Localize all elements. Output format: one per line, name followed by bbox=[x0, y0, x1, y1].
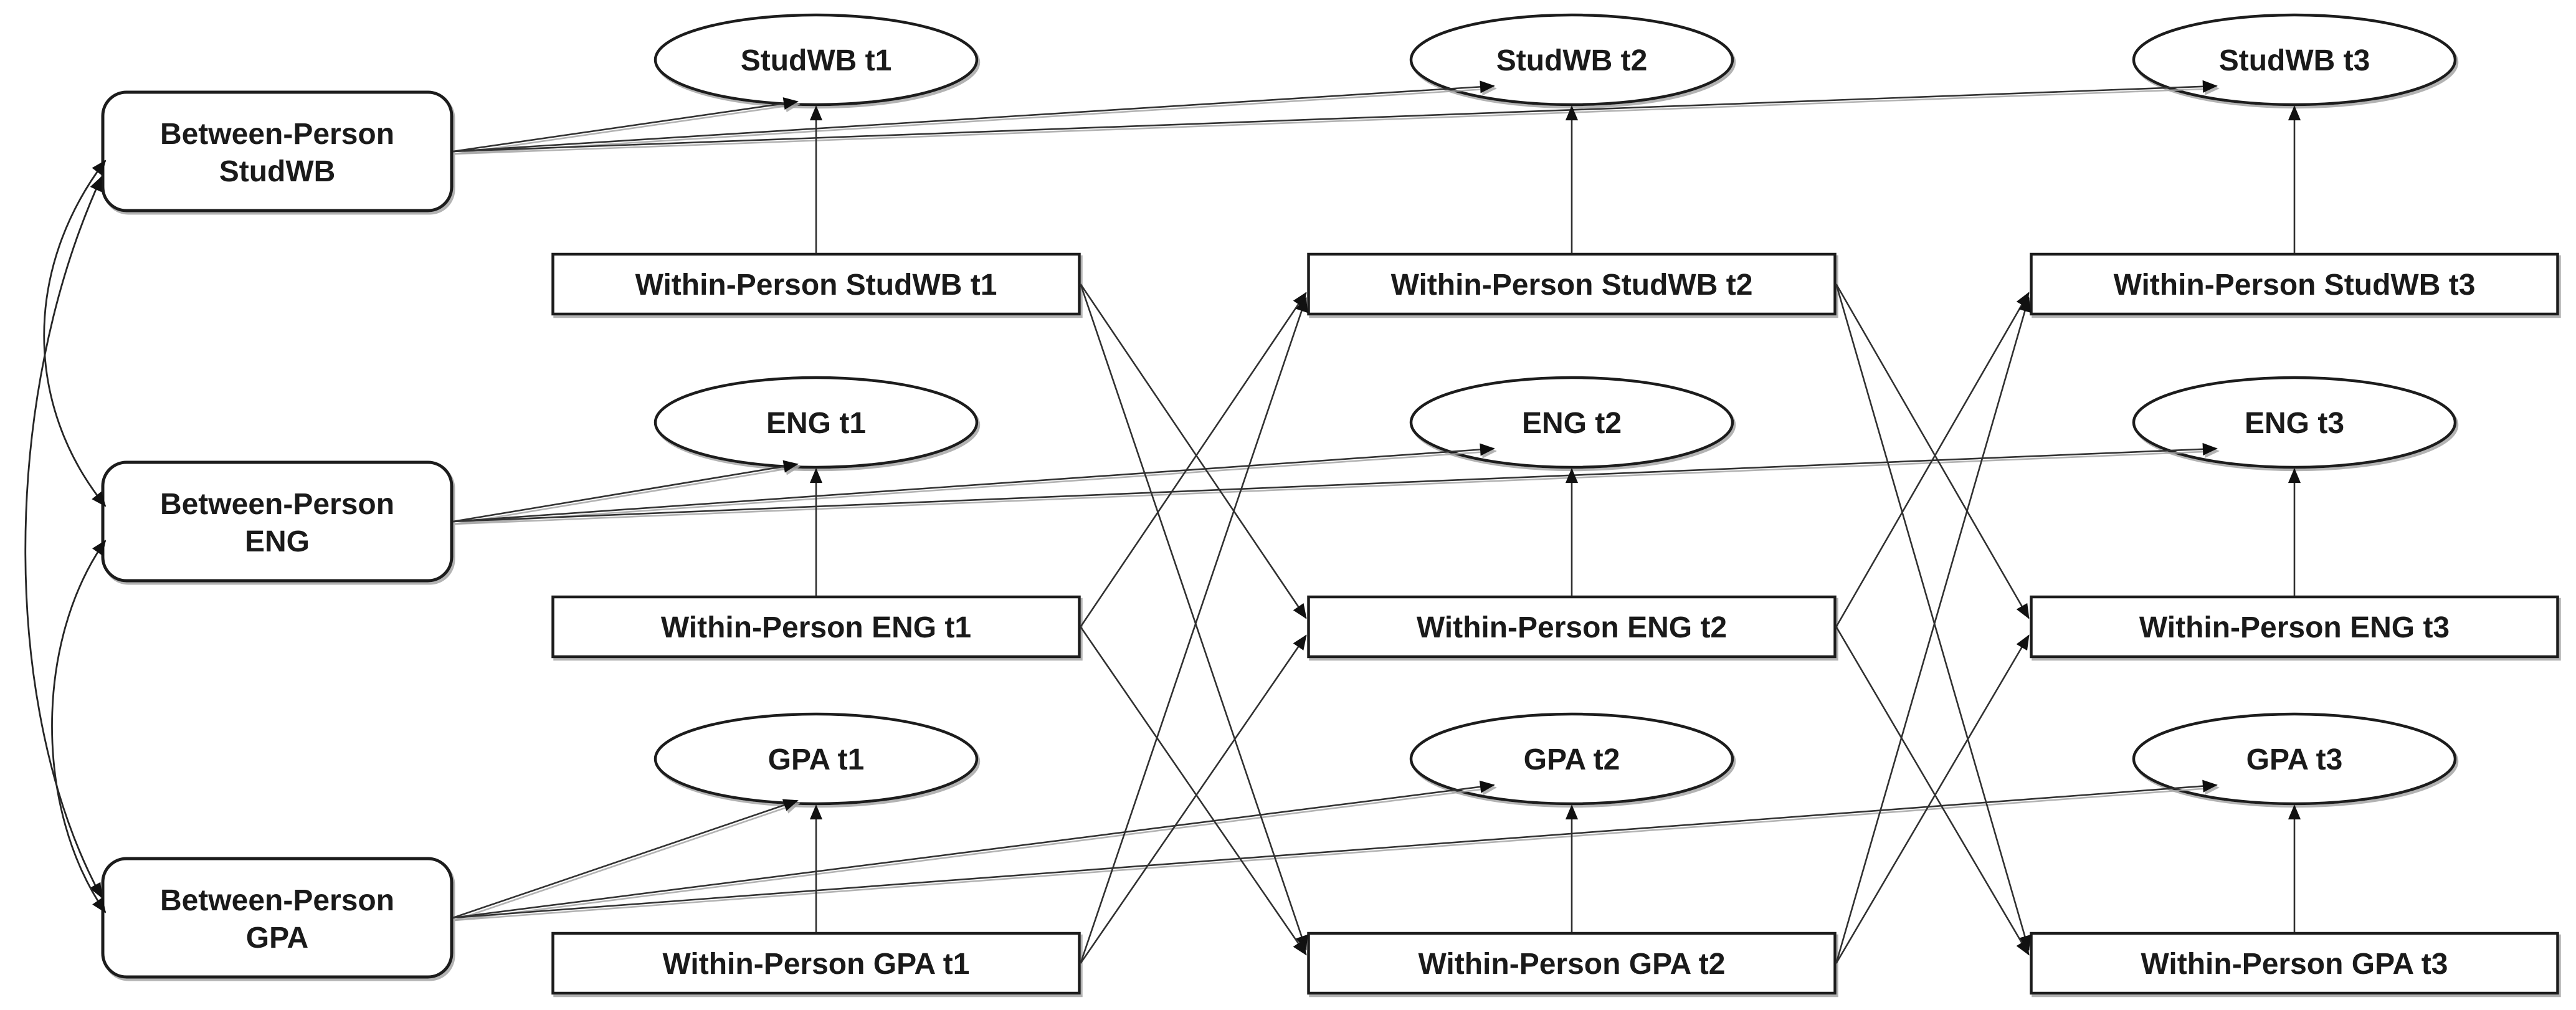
cross-lagged-arrow-wp-studwb-t2-to-wp-eng-t3 bbox=[1835, 283, 2030, 619]
latent-ellipse-studwb-t1 bbox=[654, 13, 979, 107]
cross-lagged-arrow-wp-eng-t1-to-wp-gpa-t2 bbox=[1080, 626, 1307, 956]
between-person-label-line1: Between-Person bbox=[160, 118, 394, 151]
cross-lagged-arrow-wp-gpa-t2-to-wp-studwb-t3 bbox=[1835, 297, 2032, 964]
latent-label-studwb-t2: StudWB t2 bbox=[1496, 44, 1648, 77]
latent-label-eng-t2: ENG t2 bbox=[1522, 407, 1622, 440]
within-person-label-studwb-t2: Within-Person StudWB t2 bbox=[1391, 269, 1753, 302]
within-person-label-studwb-t1: Within-Person StudWB t1 bbox=[635, 269, 997, 302]
between-person-label-line1: Between-Person bbox=[160, 488, 394, 521]
within-person-box-gpa-t2 bbox=[1307, 931, 1837, 995]
within-person-box-studwb-t3 bbox=[2030, 252, 2559, 316]
node-shapes-layer bbox=[101, 13, 2559, 995]
between-person-label-line2: StudWB bbox=[219, 155, 336, 188]
between-person-factor-box-studwb bbox=[101, 90, 454, 212]
within-person-box-eng-t2 bbox=[1307, 595, 1837, 659]
between-person-factor-box-eng bbox=[101, 460, 454, 583]
cross-lagged-arrow-wp-studwb-t1-to-wp-eng-t2 bbox=[1080, 283, 1307, 619]
cross-lagged-arrow-wp-studwb-t1-to-wp-gpa-t2 bbox=[1080, 283, 1308, 951]
within-person-label-gpa-t1: Within-Person GPA t1 bbox=[663, 948, 970, 981]
within-person-label-studwb-t3: Within-Person StudWB t3 bbox=[2114, 269, 2476, 302]
loading-arrow-bp-studwb-to-lat-studwb-t3 bbox=[452, 80, 2218, 153]
cross-lagged-arrow-wp-eng-t2-to-wp-gpa-t3 bbox=[1835, 626, 2030, 956]
latent-label-studwb-t1: StudWB t1 bbox=[741, 44, 892, 77]
latent-label-eng-t1: ENG t1 bbox=[766, 407, 866, 440]
within-person-label-eng-t2: Within-Person ENG t2 bbox=[1417, 611, 1727, 644]
latent-label-gpa-t1: GPA t1 bbox=[768, 743, 865, 776]
between-person-label-line2: ENG bbox=[245, 525, 310, 558]
latent-label-gpa-t3: GPA t3 bbox=[2246, 743, 2343, 776]
within-person-label-eng-t1: Within-Person ENG t1 bbox=[661, 611, 971, 644]
between-person-label-line1: Between-Person bbox=[160, 884, 394, 917]
within-person-label-gpa-t2: Within-Person GPA t2 bbox=[1419, 948, 1726, 981]
within-person-box-gpa-t3 bbox=[2030, 931, 2559, 995]
correlation-arc-bp-studwb-to-bp-gpa bbox=[24, 176, 103, 898]
within-person-box-studwb-t1 bbox=[551, 252, 1081, 316]
cross-lagged-arrow-wp-gpa-t1-to-wp-eng-t2 bbox=[1080, 634, 1307, 964]
loading-arrow-bp-studwb-to-lat-studwb-t2 bbox=[452, 80, 1495, 153]
loading-arrow-bp-eng-to-lat-eng-t3 bbox=[452, 442, 2218, 523]
between-person-label-line2: GPA bbox=[246, 922, 308, 955]
correlation-arc-bp-eng-to-bp-gpa bbox=[51, 540, 107, 913]
within-person-box-studwb-t2 bbox=[1307, 252, 1837, 316]
within-person-label-eng-t3: Within-Person ENG t3 bbox=[2139, 611, 2450, 644]
correlation-arc-bp-studwb-to-bp-eng bbox=[43, 160, 107, 507]
within-person-box-eng-t3 bbox=[2030, 595, 2559, 659]
loading-arrow-bp-gpa-to-lat-gpa-t2 bbox=[452, 780, 1495, 919]
within-person-label-gpa-t3: Within-Person GPA t3 bbox=[2141, 948, 2448, 981]
loading-arrow-bp-eng-to-lat-eng-t1 bbox=[452, 460, 799, 523]
loading-arrow-bp-eng-to-lat-eng-t2 bbox=[452, 443, 1495, 523]
edges-layer bbox=[24, 80, 2301, 970]
within-person-box-eng-t1 bbox=[551, 595, 1081, 659]
between-person-factor-box-gpa bbox=[101, 857, 454, 979]
latent-ellipse-gpa-t1 bbox=[654, 712, 979, 806]
loading-arrow-bp-studwb-to-lat-studwb-t1 bbox=[452, 97, 799, 153]
loading-arrow-bp-gpa-to-lat-gpa-t1 bbox=[452, 799, 799, 919]
latent-ellipse-eng-t1 bbox=[654, 376, 979, 469]
cross-lagged-arrow-wp-gpa-t2-to-wp-eng-t3 bbox=[1835, 634, 2030, 964]
cross-lagged-arrow-wp-gpa-t1-to-wp-studwb-t2 bbox=[1080, 297, 1308, 964]
latent-label-eng-t3: ENG t3 bbox=[2245, 407, 2344, 440]
latent-label-studwb-t3: StudWB t3 bbox=[2219, 44, 2370, 77]
cross-lagged-arrow-wp-eng-t1-to-wp-studwb-t2 bbox=[1080, 292, 1307, 627]
cross-lagged-arrow-wp-studwb-t2-to-wp-gpa-t3 bbox=[1835, 283, 2032, 951]
cross-lagged-arrow-wp-eng-t2-to-wp-studwb-t3 bbox=[1835, 292, 2030, 627]
within-person-box-gpa-t1 bbox=[551, 931, 1081, 995]
latent-label-gpa-t2: GPA t2 bbox=[1524, 743, 1620, 776]
loading-arrow-bp-gpa-to-lat-gpa-t3 bbox=[452, 779, 2218, 919]
